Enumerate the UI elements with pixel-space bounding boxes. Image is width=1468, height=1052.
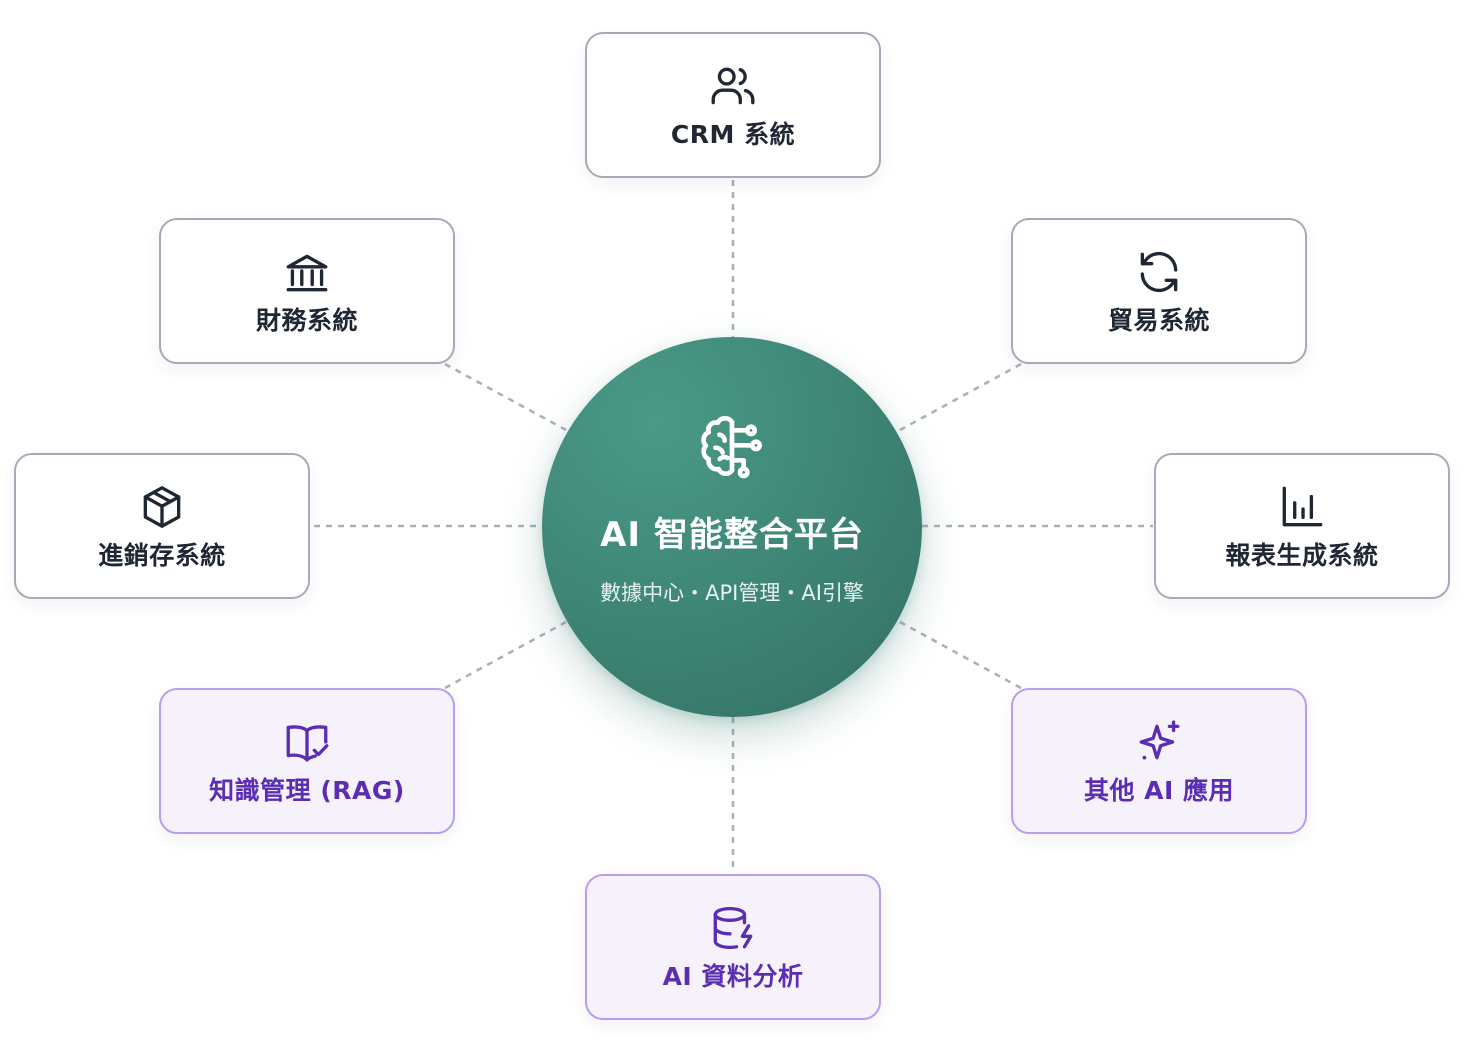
box-icon [137,482,187,532]
node-rag[interactable]: 知識管理 (RAG) [159,688,455,834]
hub-subtitle: 數據中心・API管理・AI引擎 [600,581,864,605]
database-zap-icon [708,903,758,953]
hub-title: AI 智能整合平台 [600,515,864,555]
node-label: 報表生成系統 [1225,541,1379,571]
bank-icon [282,247,332,297]
connector-rag [444,620,567,690]
node-trade[interactable]: 貿易系統 [1011,218,1307,364]
node-other-ai[interactable]: 其他 AI 應用 [1011,688,1307,834]
node-label: 貿易系統 [1107,306,1210,336]
book-check-icon [282,717,332,767]
node-label: AI 資料分析 [662,962,804,992]
node-label: CRM 系統 [670,120,796,150]
node-label: 進銷存系統 [98,541,226,571]
node-reports[interactable]: 報表生成系統 [1154,453,1450,599]
brain-circuit-icon [692,407,772,487]
users-icon [708,61,758,111]
node-inventory[interactable]: 進銷存系統 [14,453,310,599]
connector-other-ai [899,620,1022,690]
connector-finance [444,362,567,432]
node-finance[interactable]: 財務系統 [159,218,455,364]
node-ai-analysis[interactable]: AI 資料分析 [585,874,881,1020]
node-label: 財務系統 [255,306,358,336]
node-label: 知識管理 (RAG) [209,776,405,806]
node-crm[interactable]: CRM 系統 [585,32,881,178]
bar-chart-icon [1277,482,1327,532]
node-label: 其他 AI 應用 [1083,776,1235,806]
sparkles-icon [1134,717,1184,767]
hub-circle[interactable]: AI 智能整合平台 數據中心・API管理・AI引擎 [542,337,922,717]
connector-trade [899,362,1022,432]
refresh-icon [1134,247,1184,297]
